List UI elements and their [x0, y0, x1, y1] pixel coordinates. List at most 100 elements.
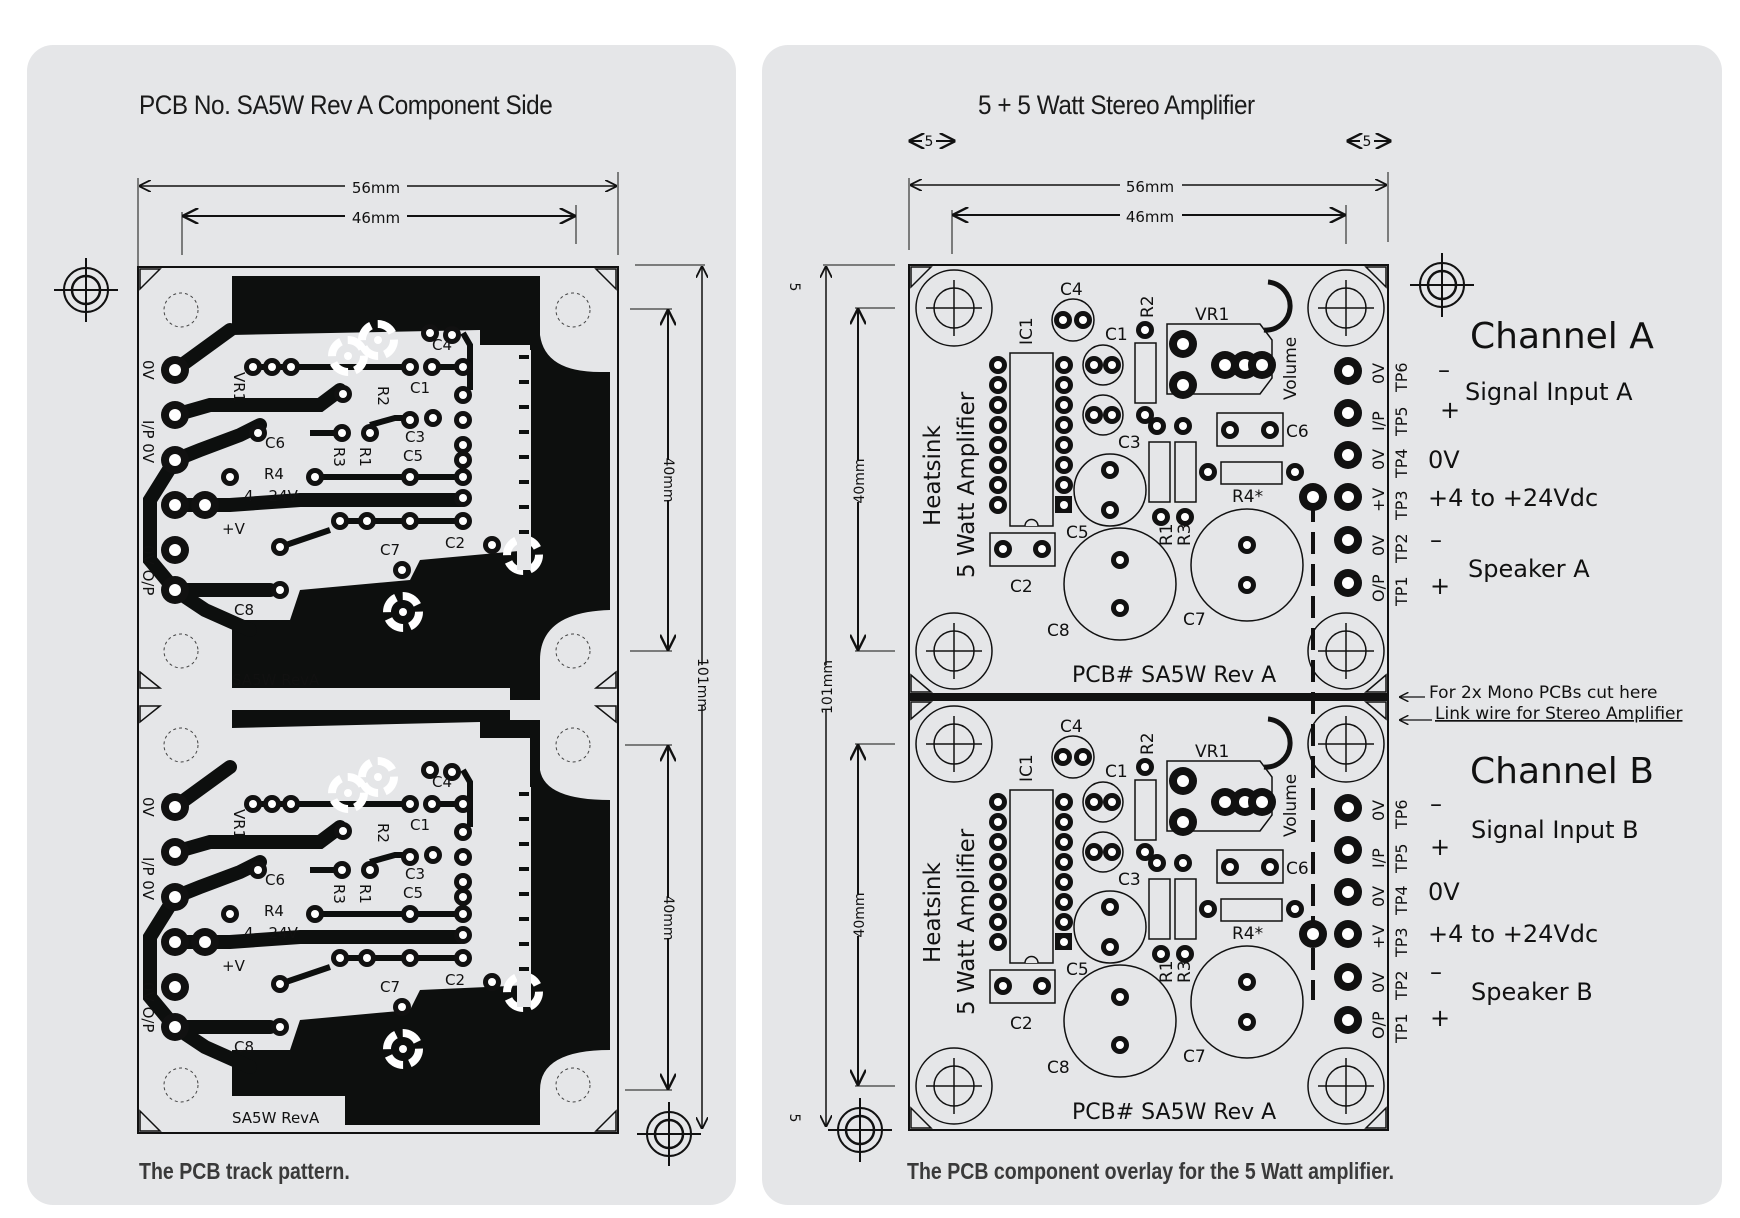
- channel-a-labels: Channel A – Signal Input A + 0V +4 to +2…: [1428, 316, 1654, 600]
- tp3-label: TP3: [1392, 490, 1411, 521]
- tp5-label: TP5: [1392, 406, 1411, 437]
- track-pattern-caption: The PCB track pattern.: [139, 1158, 350, 1184]
- silk-vr1: VR1: [230, 809, 248, 839]
- silk-c6: C6: [265, 871, 285, 889]
- channel-b-minus: –: [1430, 790, 1442, 818]
- mounting-hole-icon: [915, 1047, 993, 1125]
- dim-40mm-label-bottom: 40mm: [852, 892, 868, 937]
- width-dimension-46-right: 46mm: [951, 205, 1347, 254]
- channel-a-signal-input: Signal Input A: [1465, 378, 1633, 406]
- channel-a-speaker-minus: –: [1430, 526, 1442, 554]
- silk-r4: R4: [264, 902, 284, 920]
- width-dimension-56: 56mm: [137, 172, 619, 362]
- margin-label-top: 5: [786, 283, 802, 292]
- label-heatsink: Heatsink: [920, 424, 946, 526]
- height-dimensions-left: 101mm 40mm 40mm: [625, 264, 712, 1128]
- label-r2: R2: [1138, 295, 1158, 318]
- channel-b-title: Channel B: [1470, 751, 1654, 792]
- margin-label-right: 5: [1363, 134, 1372, 150]
- tp4-label: TP4: [1392, 448, 1411, 479]
- dim-101mm-label: 101mm: [694, 658, 710, 712]
- edge-label-0v-op: 0V O/P: [139, 545, 157, 595]
- tp2-pin: 0V: [1369, 535, 1388, 556]
- label-r4: R4*: [1232, 487, 1263, 507]
- silk-r2: R2: [374, 386, 392, 406]
- tp3-pin: +V: [1369, 488, 1388, 512]
- track-pattern-board: 56mm 46mm: [52, 172, 712, 1168]
- silk-r4: R4: [264, 465, 284, 483]
- mounting-hole-icon: [1307, 612, 1385, 690]
- silk-plus-v: +V: [222, 957, 246, 975]
- channel-a-speaker-plus: +: [1430, 572, 1450, 600]
- channel-a-supply: +4 to +24Vdc: [1428, 484, 1598, 512]
- dim-46mm-label: 46mm: [352, 209, 400, 227]
- channel-b-speaker: Speaker B: [1471, 978, 1593, 1006]
- silk-voltage-range: 4—24V: [244, 487, 299, 505]
- channel-a-ground: 0V: [1428, 446, 1460, 474]
- tp1-label: TP1: [1392, 576, 1411, 607]
- silk-voltage-range: 4—24V: [244, 924, 299, 942]
- silk-c2: C2: [445, 971, 465, 989]
- label-r1: R1: [1157, 523, 1177, 546]
- silk-c7: C7: [380, 541, 400, 559]
- label-c8: C8: [1047, 621, 1070, 641]
- label-ic1: IC1: [1017, 317, 1037, 345]
- tp4-pin: 0V: [1369, 449, 1388, 470]
- silk-r2: R2: [374, 823, 392, 843]
- registration-mark-icon: [52, 256, 120, 324]
- cut-link-notes: For 2x Mono PCBs cut here Link wire for …: [1400, 683, 1682, 724]
- edge-label-0v: 0V: [139, 797, 157, 818]
- silk-c6: C6: [265, 434, 285, 452]
- board-label-bottom: SA5W RevA: [232, 1109, 320, 1127]
- registration-mark-icon: [826, 1096, 894, 1164]
- label-c4: C4: [1060, 280, 1083, 300]
- dim-101mm-label: 101mm: [820, 660, 836, 714]
- channel-a-title: Channel A: [1470, 316, 1654, 357]
- edge-label-0v: 0V: [139, 360, 157, 381]
- channel-a-minus: –: [1438, 356, 1450, 384]
- channel-b-plus: +: [1430, 833, 1450, 861]
- label-5-watt-amplifier: 5 Watt Amplifier: [954, 391, 980, 578]
- margin-dimensions: 5 5 5 5: [786, 134, 1390, 1122]
- registration-mark-icon: [635, 1100, 703, 1168]
- component-overlay-board: 5 5 5 5 56mm 46mm: [786, 134, 1682, 1164]
- silk-c3: C3: [405, 865, 425, 883]
- channel-b-speaker-minus: –: [1430, 958, 1442, 986]
- height-dimensions-right: 101mm 40mm 40mm: [816, 264, 895, 1126]
- label-c7: C7: [1183, 610, 1206, 630]
- width-dimension-46: 46mm: [181, 205, 577, 255]
- registration-mark-icon: [1408, 251, 1476, 319]
- channel-b-speaker-plus: +: [1430, 1004, 1450, 1032]
- silk-r3: R3: [330, 884, 348, 904]
- mounting-hole-icon: [915, 612, 993, 690]
- tp6-pin: 0V: [1369, 363, 1388, 384]
- silk-c4: C4: [432, 336, 452, 354]
- width-dimension-56-right: 56mm: [908, 172, 1389, 250]
- edge-label-ip-0v: I/P 0V: [139, 857, 157, 901]
- label-c1: C1: [1105, 325, 1128, 345]
- silk-c7: C7: [380, 978, 400, 996]
- silk-c4: C4: [432, 773, 452, 791]
- mounting-hole-icon: [915, 269, 993, 347]
- link-note: Link wire for Stereo Amplifier: [1435, 704, 1682, 724]
- component-overlay-title: 5 + 5 Watt Stereo Amplifier: [978, 90, 1255, 120]
- label-vr1: VR1: [1195, 305, 1229, 325]
- silk-r3: R3: [330, 447, 348, 467]
- label-r3: R3: [1175, 523, 1195, 546]
- silk-r1: R1: [356, 447, 374, 467]
- margin-label-bottom: 5: [786, 1114, 802, 1123]
- silk-c2: C2: [445, 534, 465, 552]
- label-c3: C3: [1118, 433, 1141, 453]
- channel-b-labels: Channel B – Signal Input B + 0V +4 to +2…: [1428, 751, 1654, 1032]
- silk-c1: C1: [410, 816, 430, 834]
- channel-a-plus: +: [1440, 396, 1460, 424]
- label-c6: C6: [1286, 422, 1309, 442]
- dim-56mm-label: 56mm: [352, 179, 400, 197]
- label-volume: Volume: [1281, 337, 1301, 400]
- edge-label-ip-0v: I/P 0V: [139, 420, 157, 464]
- margin-label-left: 5: [925, 134, 934, 150]
- mounting-hole-icon: [1307, 269, 1385, 347]
- silk-c5: C5: [403, 447, 423, 465]
- cut-line: [909, 693, 1388, 701]
- cut-note: For 2x Mono PCBs cut here: [1429, 683, 1657, 703]
